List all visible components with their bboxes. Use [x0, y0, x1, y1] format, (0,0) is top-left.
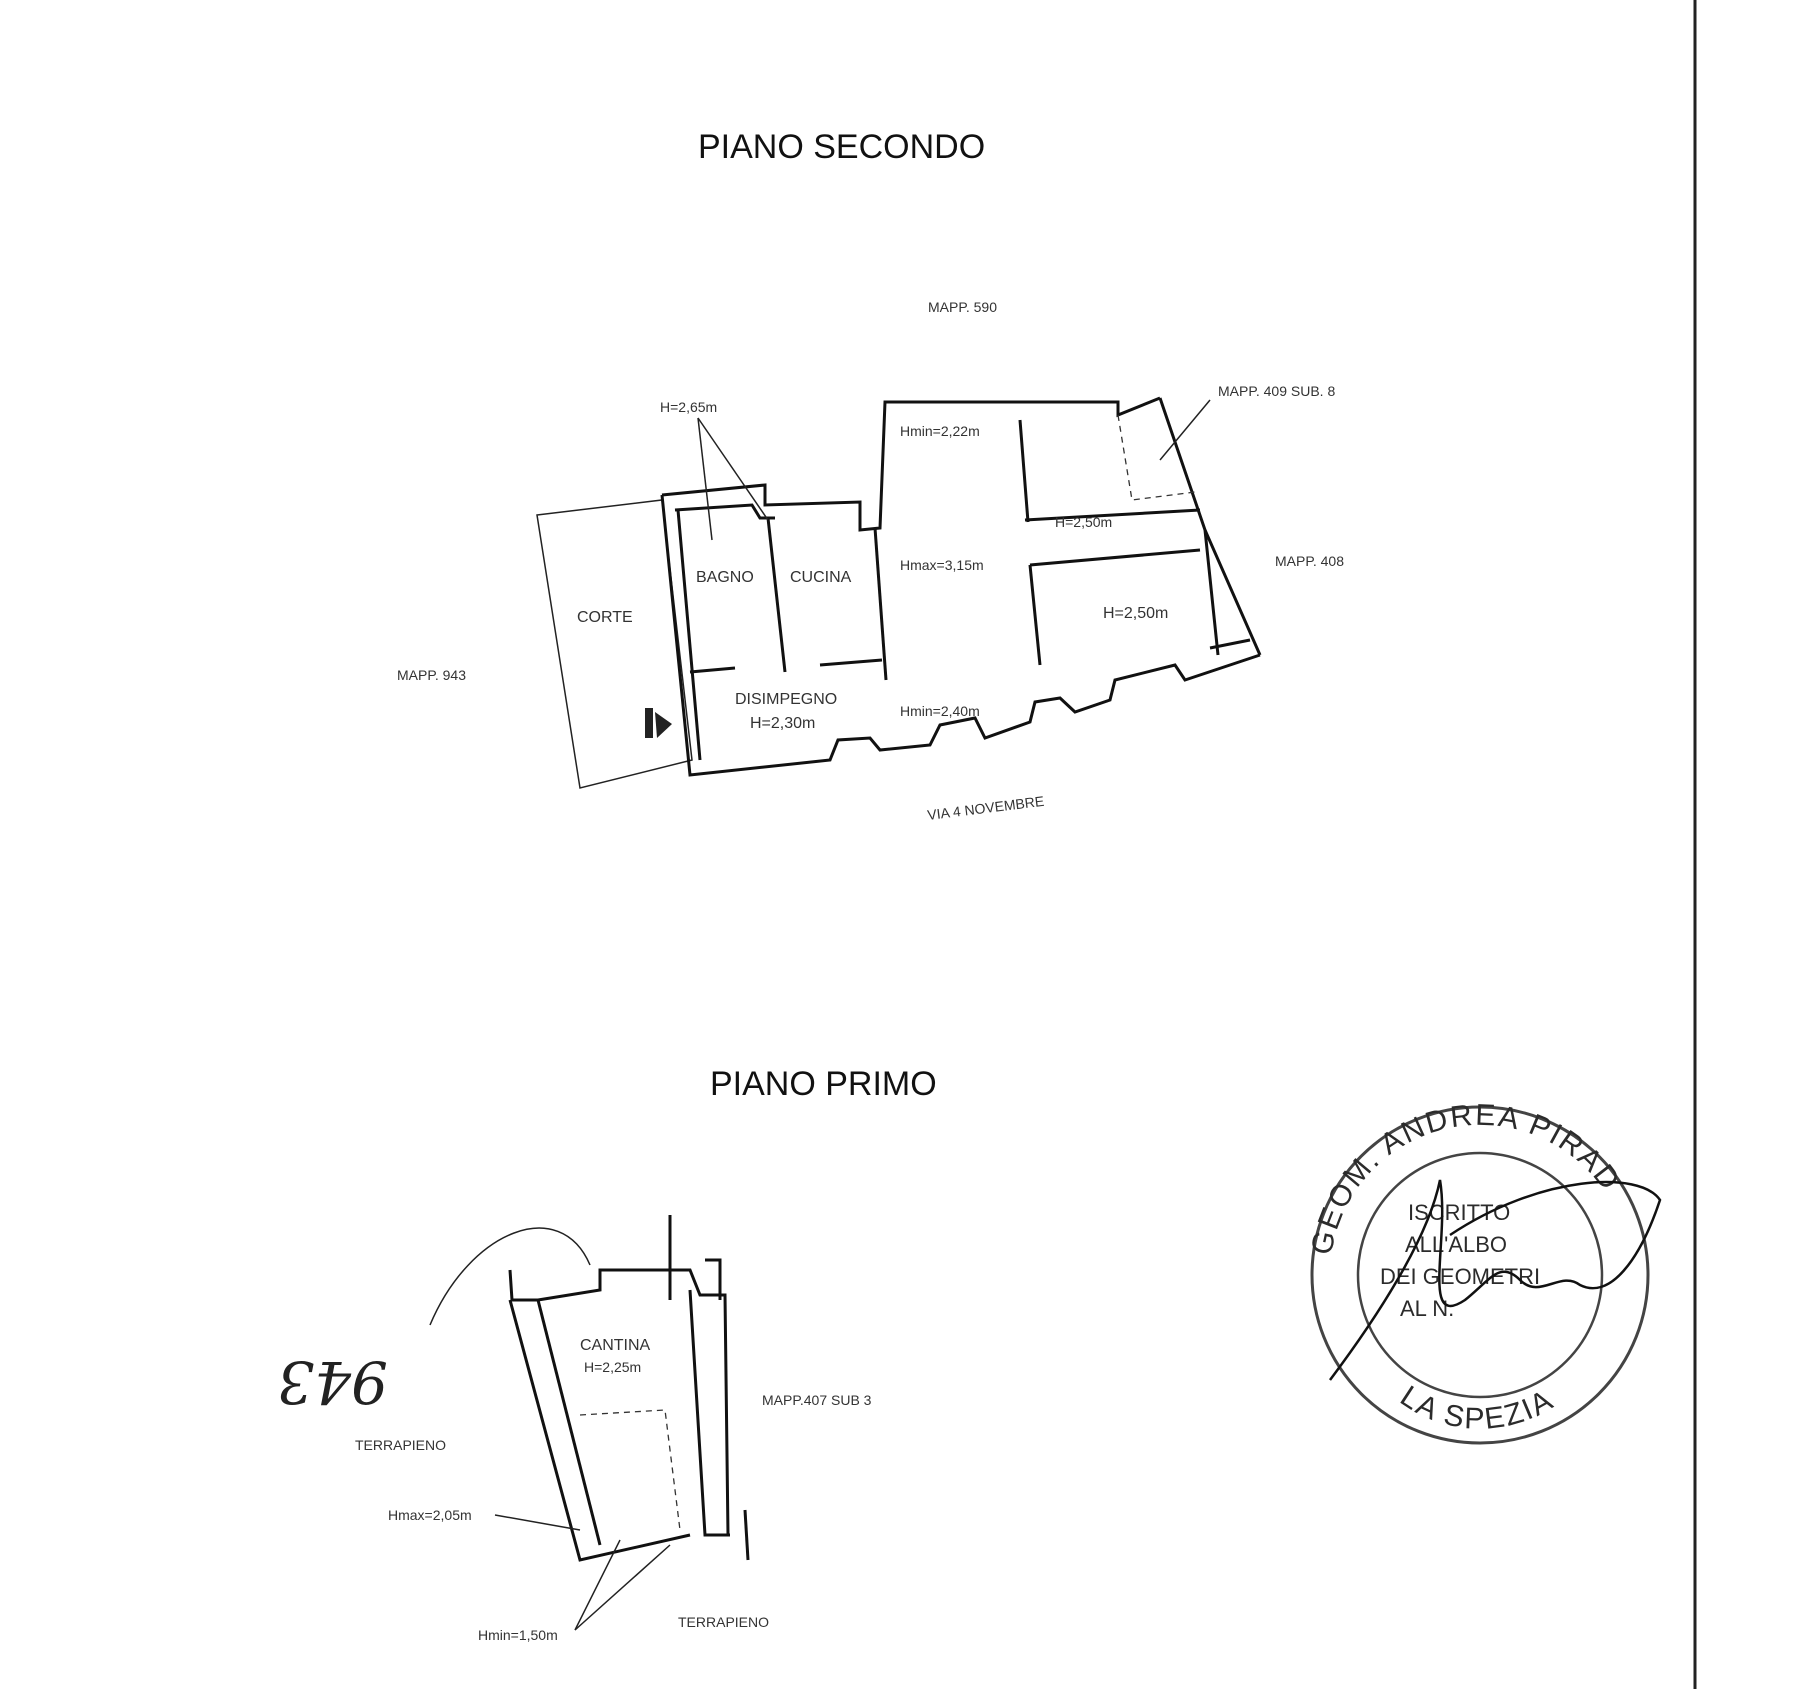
height-leader-ne [1159, 399, 1211, 461]
bath-label: BAGNO [696, 569, 754, 586]
cellar-hmin-label: Hmin=1,50m [478, 1627, 558, 1643]
first-floor-dashed-boundary [579, 1409, 681, 1531]
stamp-line-4: AL N. [1400, 1296, 1454, 1321]
stamp-line-3: DEI GEOMETRI [1380, 1264, 1540, 1289]
court-label: CORTE [577, 609, 633, 626]
street-label: VIA 4 NOVEMBRE [926, 793, 1045, 823]
neighbor-north-label: MAPP. 590 [928, 299, 997, 315]
bath-height-label: H=2,65m [660, 399, 717, 415]
court-area [536, 499, 693, 789]
room-ne-height-label: H=2,50m [1055, 514, 1112, 530]
stamp-line-2: ALL'ALBO [1405, 1232, 1507, 1257]
hall-height-label: H=2,30m [750, 715, 815, 732]
neighbor-east-label: MAPP. 408 [1275, 553, 1344, 569]
second-floor-walls [660, 396, 1262, 777]
svg-text:LA SPEZIA: LA SPEZIA [1394, 1380, 1559, 1436]
cellar-height-label: H=2,25m [584, 1359, 641, 1375]
first-floor-curve-mark [429, 1227, 591, 1326]
hmin-top-label: Hmin=2,22m [900, 423, 980, 439]
terrapieno-west-label: TERRAPIENO [355, 1437, 446, 1453]
stamp-ring-bottom: LA SPEZIA [1394, 1380, 1557, 1436]
first-floor-title: PIANO PRIMO [710, 1065, 937, 1103]
hmin-south-label: Hmin=2,40m [900, 703, 980, 719]
second-floor-title: PIANO SECONDO [698, 128, 985, 166]
room-e-height-label: H=2,50m [1103, 605, 1168, 622]
kitchen-label: CUCINA [790, 569, 852, 586]
entrance-door-icon [645, 708, 653, 738]
height-leader-bath-1 [697, 417, 713, 541]
cellar-neighbor-east-label: MAPP.407 SUB 3 [762, 1392, 872, 1408]
stamp-line-1: ISCRITTO [1408, 1200, 1510, 1225]
hmax-leader [494, 1514, 581, 1531]
hmin-leader-2 [574, 1544, 671, 1631]
first-floor-walls [508, 1215, 750, 1562]
height-leader-bath-2 [697, 417, 769, 521]
hmin-leader-1 [574, 1539, 621, 1631]
neighbor-northeast-label: MAPP. 409 SUB. 8 [1218, 383, 1335, 399]
signature-icon [1328, 1179, 1662, 1381]
neighbor-west-label: MAPP. 943 [397, 667, 466, 683]
cellar-hmax-label: Hmax=2,05m [388, 1507, 472, 1523]
cellar-label: CANTINA [580, 1337, 651, 1354]
second-floor-dashed-boundary [1117, 414, 1196, 501]
entrance-arrow-icon [655, 712, 672, 738]
handwritten-number: 943 [277, 1348, 388, 1416]
hall-label: DISIMPEGNO [735, 691, 837, 708]
hmax-label: Hmax=3,15m [900, 557, 984, 573]
terrapieno-south-label: TERRAPIENO [678, 1614, 769, 1630]
surveyor-stamp: GEOM. ANDREA PIRAD LA SPEZIA ISCRITTO AL… [1305, 1099, 1662, 1445]
